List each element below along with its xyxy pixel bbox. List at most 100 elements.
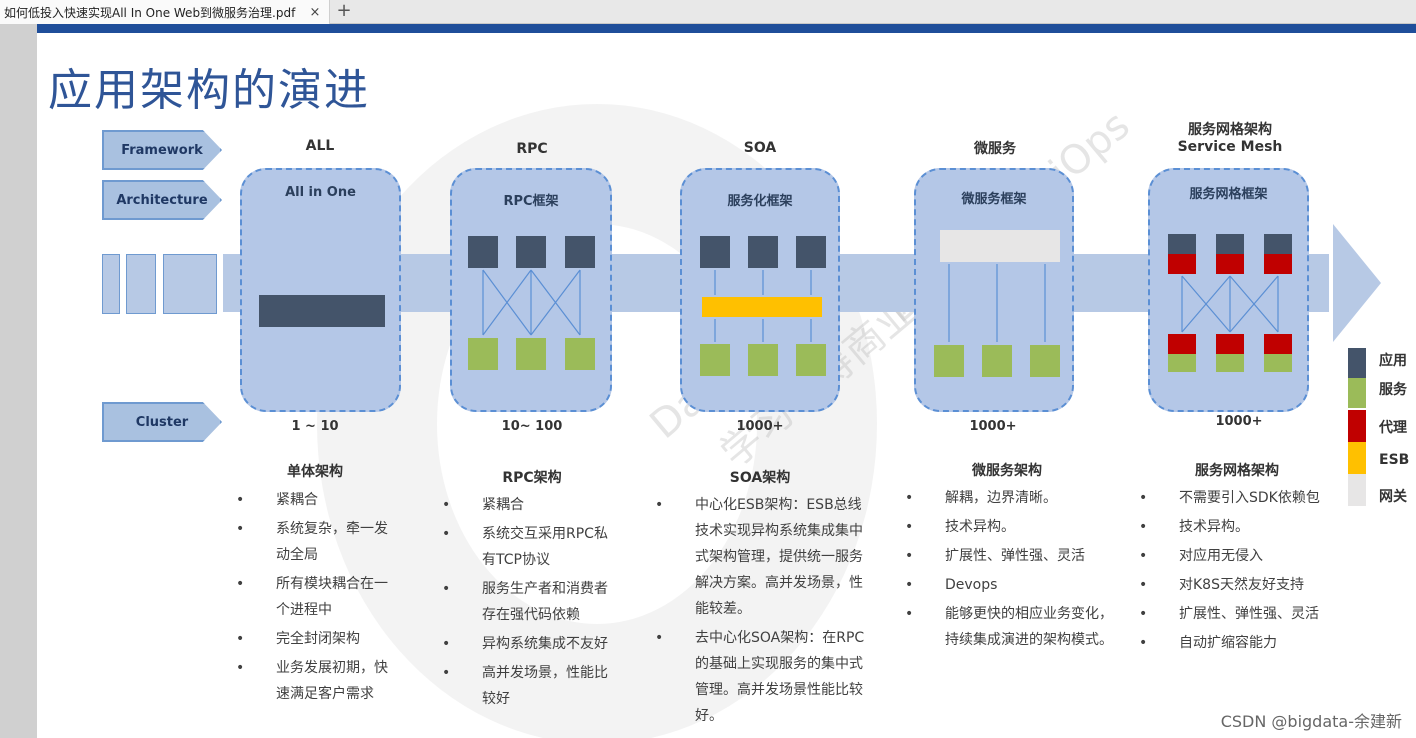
- app-block: [259, 295, 385, 327]
- box-rpc: RPC框架: [450, 168, 612, 412]
- box-title: 服务化框架: [727, 194, 793, 209]
- legend-swatch-proxy: [1348, 410, 1366, 442]
- desc-list-rpc: 紧耦合 系统交互采用RPC私有TCP协议 服务生产者和消费者存在强代码依赖 异构…: [442, 492, 620, 715]
- timeline-bar-2: [126, 254, 156, 314]
- legend-swatch-service: [1348, 378, 1366, 408]
- rpc-connections: [482, 269, 581, 336]
- legend-swatch-gateway: [1348, 474, 1366, 506]
- document-tab[interactable]: 如何低投入快速实现All In One Web到微服务治理.pdf ×: [0, 0, 330, 24]
- app-block: [565, 236, 595, 268]
- list-item: 异构系统集成不友好: [442, 631, 620, 657]
- mesh-connections: [1181, 275, 1279, 333]
- app-block: [748, 236, 778, 268]
- esb-bus: [702, 297, 822, 317]
- column-title-microservice: 微服务: [974, 141, 1016, 157]
- microservice-connections: [948, 264, 1046, 342]
- service-block: [565, 338, 595, 370]
- proxy-block: [1216, 254, 1244, 274]
- timeline-bar-3: [163, 254, 217, 314]
- legend-swatch-app: [1348, 348, 1366, 378]
- label-framework: Framework: [102, 130, 222, 170]
- slide-top-bar: [37, 24, 1416, 33]
- label-cluster: Cluster: [102, 402, 222, 442]
- app-block: [700, 236, 730, 268]
- label-architecture: Architecture: [102, 180, 222, 220]
- page-title: 应用架构的演进: [48, 65, 370, 116]
- column-title-rpc: RPC: [516, 141, 548, 157]
- column-title-all: ALL: [305, 138, 335, 154]
- list-item: 扩展性、弹性强、灵活: [1139, 601, 1339, 627]
- list-item: 完全封闭架构: [236, 626, 401, 652]
- proxy-block: [1264, 334, 1292, 354]
- app-block: [1168, 234, 1196, 254]
- gateway-block: [940, 230, 1060, 262]
- list-item: 对应用无侵入: [1139, 543, 1339, 569]
- proxy-block: [1168, 334, 1196, 354]
- service-block: [468, 338, 498, 370]
- timeline-arrow-head: [1333, 224, 1381, 342]
- legend-label-proxy: 代理: [1379, 420, 1407, 436]
- list-item: 去中心化SOA架构：在RPC的基础上实现服务的集中式管理。高并发场景性能比较好。: [655, 625, 867, 729]
- service-block: [700, 344, 730, 376]
- legend-label-app: 应用: [1379, 353, 1407, 369]
- proxy-block: [1168, 254, 1196, 274]
- column-title-soa: SOA: [743, 140, 777, 156]
- box-title: 微服务框架: [961, 192, 1027, 207]
- box-title: RPC框架: [503, 194, 559, 209]
- app-block: [516, 236, 546, 268]
- scale-soa: 1000+: [736, 419, 784, 434]
- column-title-mesh-cn: 服务网格架构: [1188, 122, 1272, 138]
- list-item: 高并发场景，性能比较好: [442, 660, 620, 712]
- list-item: 服务生产者和消费者存在强代码依赖: [442, 576, 620, 628]
- proxy-block: [1216, 334, 1244, 354]
- scale-all: 1 ~ 10: [291, 419, 339, 434]
- timeline-bar-1: [102, 254, 120, 314]
- list-item: 技术异构。: [905, 514, 1113, 540]
- close-icon[interactable]: ×: [309, 4, 321, 20]
- box-all-in-one: All in One: [240, 168, 401, 412]
- list-item: 紧耦合: [236, 487, 401, 513]
- list-item: 技术异构。: [1139, 514, 1339, 540]
- list-item: 能够更快的相应业务变化，持续集成演进的架构模式。: [905, 601, 1113, 653]
- service-block: [796, 344, 826, 376]
- list-item: 系统交互采用RPC私有TCP协议: [442, 521, 620, 573]
- proxy-block: [1264, 254, 1292, 274]
- legend-label-service: 服务: [1379, 382, 1407, 398]
- app-block: [1216, 234, 1244, 254]
- list-item: 业务发展初期，快速满足客户需求: [236, 655, 401, 707]
- desc-list-soa: 中心化ESB架构：ESB总线技术实现异构系统集成集中式架构管理，提供统一服务解决…: [655, 492, 867, 732]
- service-block: [1030, 345, 1060, 377]
- service-block: [982, 345, 1012, 377]
- service-block: [516, 338, 546, 370]
- box-title: All in One: [285, 185, 356, 200]
- legend-label-gateway: 网关: [1379, 489, 1407, 505]
- slide-page: Dataops 学习不得商业用途 DataOps AiOps 应用架构的演进 F…: [37, 24, 1416, 738]
- service-block: [1168, 354, 1196, 372]
- box-microservice: 微服务框架: [914, 168, 1074, 412]
- box-service-mesh: 服务网格框架: [1148, 168, 1309, 412]
- tab-title: 如何低投入快速实现All In One Web到微服务治理.pdf: [4, 5, 296, 20]
- new-tab-icon[interactable]: +: [336, 0, 352, 21]
- legend-label-esb: ESB: [1379, 452, 1410, 468]
- list-item: 系统复杂，牵一发动全局: [236, 516, 401, 568]
- scale-mesh: 1000+: [1215, 414, 1263, 429]
- service-block: [1264, 354, 1292, 372]
- soa-connections: [714, 270, 812, 342]
- pdf-viewer[interactable]: Dataops 学习不得商业用途 DataOps AiOps 应用架构的演进 F…: [0, 24, 1416, 738]
- list-item: 扩展性、弹性强、灵活: [905, 543, 1113, 569]
- legend-swatch-esb: [1348, 442, 1366, 474]
- app-block: [1264, 234, 1292, 254]
- tab-bar: 如何低投入快速实现All In One Web到微服务治理.pdf × +: [0, 0, 1416, 24]
- service-block: [748, 344, 778, 376]
- desc-title-mesh: 服务网格架构: [1195, 463, 1279, 479]
- desc-title-rpc: RPC架构: [502, 470, 562, 486]
- list-item: Devops: [905, 572, 1113, 598]
- list-item: 紧耦合: [442, 492, 620, 518]
- scale-microservice: 1000+: [969, 419, 1017, 434]
- column-title-mesh: 服务网格架构 Service Mesh: [1165, 122, 1295, 156]
- app-block: [468, 236, 498, 268]
- service-block: [1216, 354, 1244, 372]
- list-item: 所有模块耦合在一个进程中: [236, 571, 401, 623]
- box-title: 服务网格框架: [1189, 187, 1268, 202]
- desc-list-monolith: 紧耦合 系统复杂，牵一发动全局 所有模块耦合在一个进程中 完全封闭架构 业务发展…: [236, 487, 401, 710]
